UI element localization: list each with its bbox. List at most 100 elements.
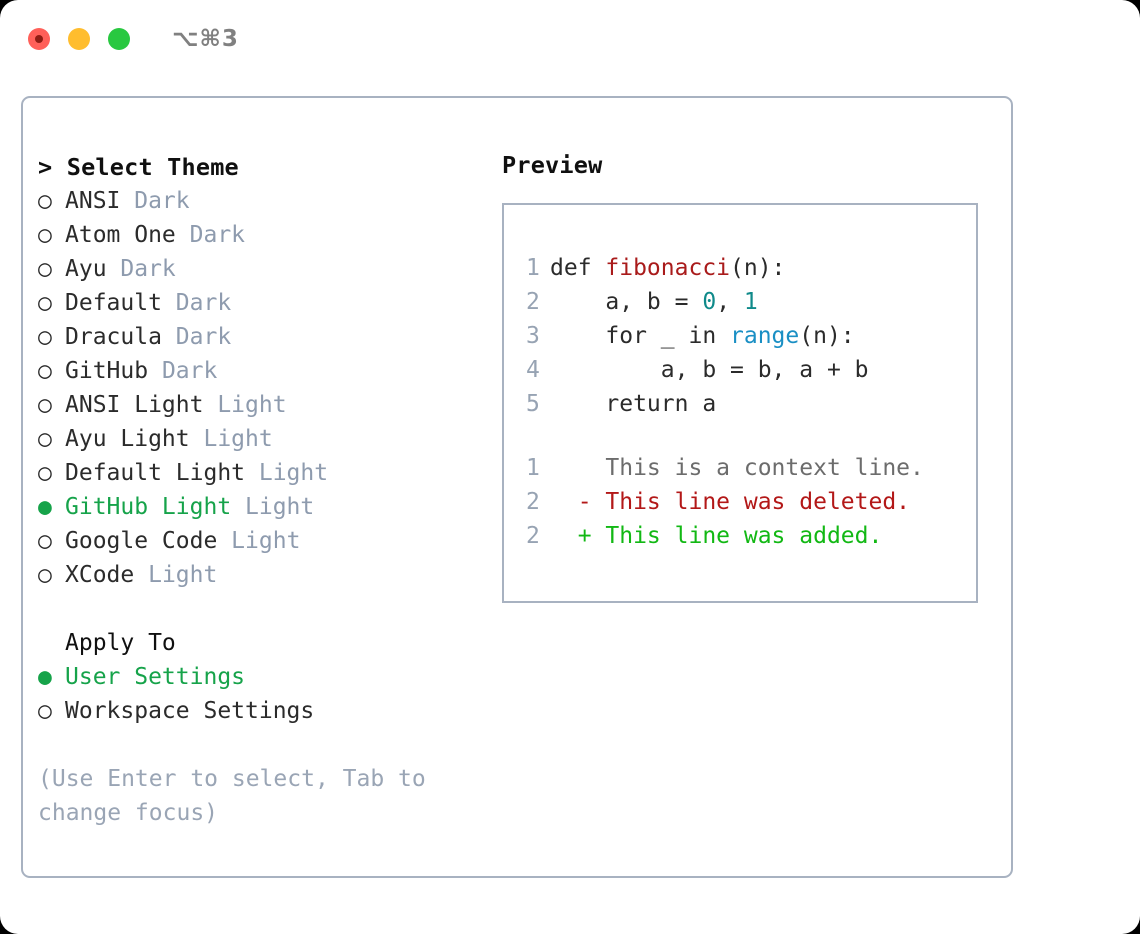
theme-list-item[interactable]: ○Ayu Dark: [38, 252, 478, 286]
theme-variant-tag: Light: [217, 528, 301, 554]
theme-list-item[interactable]: ○ XCode Light: [38, 558, 478, 592]
code-line: 4 a, b = b, a + b: [526, 353, 976, 387]
keyboard-shortcut-label: ⌥⌘3: [172, 26, 239, 52]
theme-list-column: > Select Theme ○ANSI Dark○Atom One Dark○…: [38, 150, 478, 830]
radio-unselected-icon[interactable]: ○: [38, 358, 52, 384]
code-line: 1 def fibonacci(n):: [526, 251, 976, 285]
theme-list-item[interactable]: ○ ANSI Dark: [38, 184, 478, 218]
radio-selected-icon[interactable]: ●: [38, 664, 52, 690]
theme-variant-tag: Dark: [106, 256, 176, 282]
diff-line-text: This line was deleted.: [605, 489, 911, 515]
theme-name-label: Default Light: [65, 460, 246, 486]
apply-to-heading: Apply To: [65, 630, 176, 656]
line-number: 5: [526, 391, 540, 417]
radio-selected-icon[interactable]: ●: [38, 494, 52, 520]
keyboard-hint-text: (Use Enter to select, Tab to change focu…: [38, 766, 426, 826]
line-number: 3: [526, 323, 540, 349]
diff-marker-icon: [550, 455, 605, 481]
diff-sample: 1 This is a context line.2 - This line w…: [526, 451, 976, 553]
radio-unselected-icon[interactable]: ○: [38, 392, 52, 418]
apply-to-label: Workspace Settings: [65, 698, 315, 724]
theme-list-item[interactable]: ○Ayu Light Light: [38, 422, 478, 456]
number-token: 0: [702, 289, 717, 315]
theme-variant-tag: Dark: [120, 188, 190, 214]
minimize-window-button[interactable]: [68, 28, 90, 50]
maximize-window-button[interactable]: [108, 28, 130, 50]
code-line: 2 a, b = 0, 1: [526, 285, 976, 319]
theme-list-item[interactable]: ○GitHub Dark: [38, 354, 478, 388]
theme-variant-tag: Light: [203, 392, 287, 418]
radio-unselected-icon[interactable]: ○: [38, 290, 52, 316]
code-line: 5 return a: [526, 387, 976, 421]
list-spacer: [38, 592, 478, 626]
diff-context-line: 1 This is a context line.: [526, 451, 976, 485]
select-theme-header: > Select Theme: [38, 150, 478, 184]
radio-unselected-icon[interactable]: ○: [38, 460, 52, 486]
line-number: 2: [526, 289, 540, 315]
theme-name-label: ANSI Light: [65, 392, 204, 418]
preview-title: Preview: [502, 151, 603, 179]
diff-deleted-line: 2 - This line was deleted.: [526, 485, 976, 519]
code-text: (n):: [730, 255, 786, 281]
code-text: return a: [550, 391, 717, 417]
apply-to-list: ● User Settings ○ Workspace Settings: [38, 660, 478, 728]
theme-name-label: Dracula: [65, 324, 162, 350]
line-number: 1: [526, 255, 540, 281]
code-diff-spacer: [526, 421, 976, 451]
radio-unselected-icon[interactable]: ○: [38, 426, 52, 452]
radio-unselected-icon[interactable]: ○: [38, 562, 52, 588]
theme-name-label: ANSI: [65, 188, 121, 214]
code-text: def: [550, 255, 606, 281]
number-token: 1: [743, 289, 758, 315]
radio-unselected-icon[interactable]: ○: [38, 698, 52, 724]
close-window-button[interactable]: [28, 28, 50, 50]
function-name-token: fibonacci: [605, 255, 731, 281]
line-number: 2: [526, 523, 540, 549]
theme-name-label: XCode: [65, 562, 135, 588]
theme-list-item[interactable]: ○Default Dark: [38, 286, 478, 320]
theme-variant-tag: Light: [231, 494, 315, 520]
apply-to-label: User Settings: [65, 664, 246, 690]
theme-variant-tag: Light: [134, 562, 218, 588]
line-number: 1: [526, 455, 540, 481]
code-text: ,: [716, 289, 744, 315]
code-text: for _ in: [550, 323, 731, 349]
radio-unselected-icon[interactable]: ○: [38, 222, 52, 248]
theme-list-item[interactable]: ○ Atom One Dark: [38, 218, 478, 252]
radio-unselected-icon[interactable]: ○: [38, 528, 52, 554]
theme-list-item[interactable]: ○ ANSI Light Light: [38, 388, 478, 422]
page-title: Select Theme: [66, 153, 239, 181]
code-text: a, b = b, a + b: [550, 357, 869, 383]
diff-marker-icon: -: [550, 489, 606, 515]
theme-name-label: Atom One: [65, 222, 176, 248]
line-number: 2: [526, 489, 540, 515]
theme-list-item[interactable]: ○ Google Code Light: [38, 524, 478, 558]
diff-added-line: 2 + This line was added.: [526, 519, 976, 553]
theme-list-item[interactable]: ○ Default Light Light: [38, 456, 478, 490]
radio-unselected-icon[interactable]: ○: [38, 324, 52, 350]
theme-list-item[interactable]: ●GitHub Light Light: [38, 490, 478, 524]
apply-to-option[interactable]: ● User Settings: [38, 660, 478, 694]
theme-list: ○ANSI Dark○Atom One Dark○Ayu Dark○Defaul…: [38, 184, 478, 592]
theme-name-label: GitHub: [65, 358, 149, 384]
radio-unselected-icon[interactable]: ○: [38, 256, 52, 282]
line-number: 4: [526, 357, 540, 383]
diff-line-text: This line was added.: [605, 523, 883, 549]
theme-name-label: Default: [65, 290, 162, 316]
theme-name-label: Google Code: [65, 528, 218, 554]
theme-variant-tag: Dark: [175, 222, 246, 248]
prompt-caret-icon: >: [38, 153, 53, 181]
theme-list-item[interactable]: ○Dracula Dark: [38, 320, 478, 354]
select-theme-title: [52, 153, 66, 181]
theme-selector-panel: > Select Theme ○ANSI Dark○Atom One Dark○…: [21, 96, 1013, 878]
diff-marker-icon: +: [550, 523, 606, 549]
radio-unselected-icon[interactable]: ○: [38, 188, 52, 214]
apply-to-option[interactable]: ○ Workspace Settings: [38, 694, 478, 728]
code-text: (n):: [799, 323, 855, 349]
theme-name-label: Ayu Light: [65, 426, 190, 452]
theme-variant-tag: Light: [245, 460, 329, 486]
